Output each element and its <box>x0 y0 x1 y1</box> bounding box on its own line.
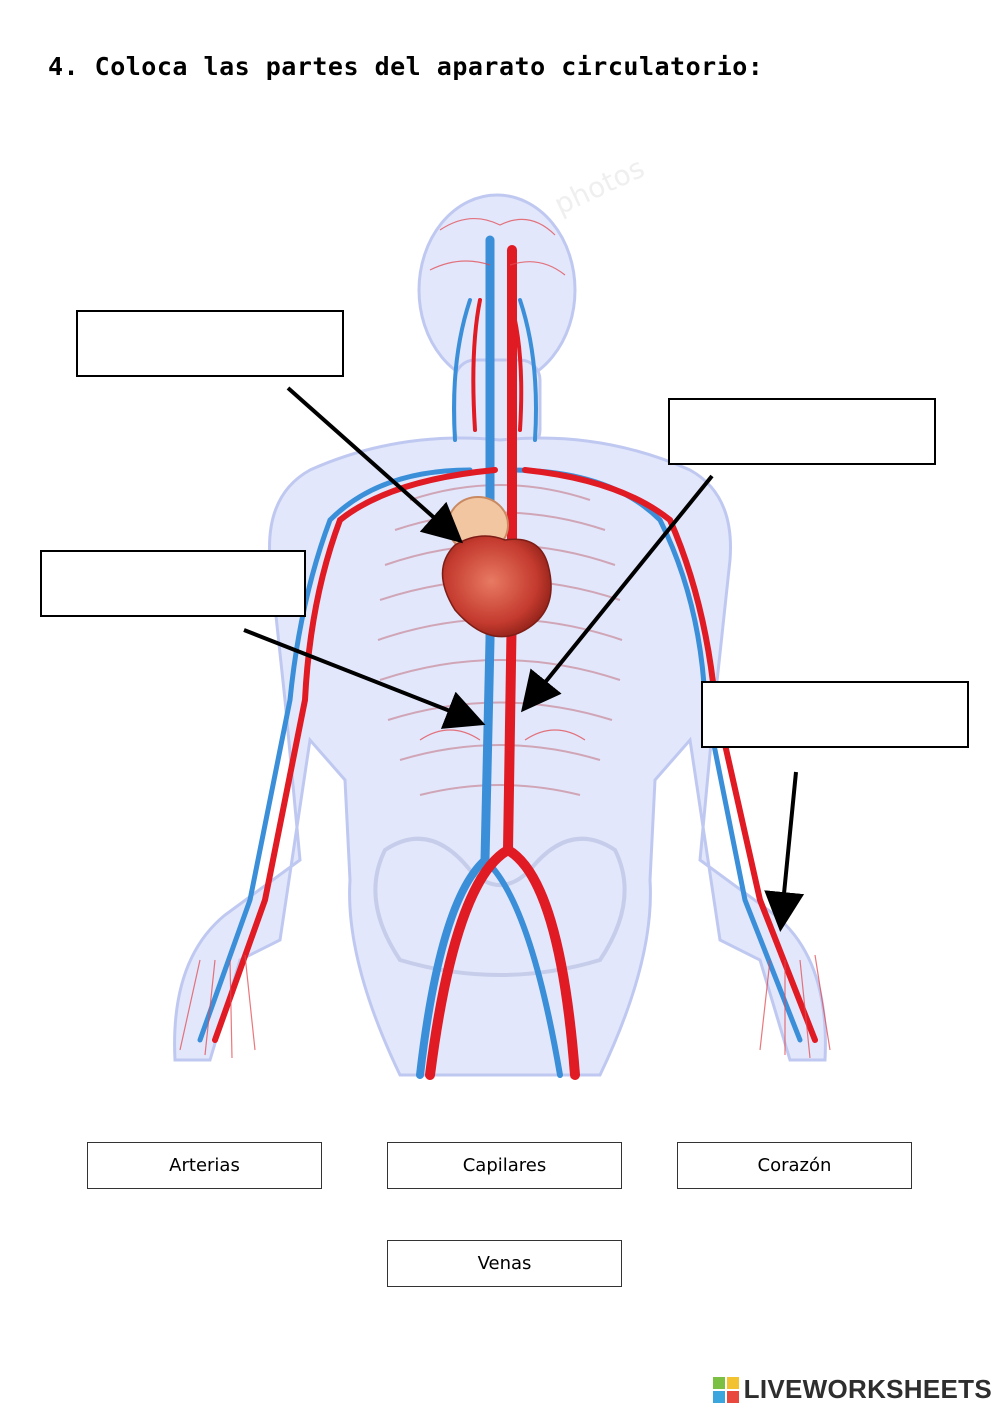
pointer-arrows <box>243 386 805 932</box>
drop-zone-vein[interactable] <box>40 550 306 617</box>
liveworksheets-logo-icon <box>712 1376 739 1403</box>
arrow-to-vein <box>243 628 486 729</box>
drop-zone-capillaries[interactable] <box>701 681 969 748</box>
brand-name: LIVEWORKSHEETS <box>743 1374 992 1404</box>
liveworksheets-logo: LIVEWORKSHEETS <box>712 1374 992 1405</box>
arrow-to-capillaries <box>764 771 805 932</box>
body-silhouette <box>173 193 827 1077</box>
stock-watermark: photos <box>549 151 649 221</box>
capillaries <box>179 217 831 1059</box>
answer-chip-venas[interactable]: Venas <box>387 1240 622 1287</box>
svg-text:photos: photos <box>549 151 649 221</box>
answer-chip-capilares[interactable]: Capilares <box>387 1142 622 1189</box>
answer-chip-arterias[interactable]: Arterias <box>87 1142 322 1189</box>
page-title: 4. Coloca las partes del aparato circula… <box>48 52 764 81</box>
pelvis <box>373 836 627 977</box>
veins <box>197 235 803 1079</box>
drop-zone-artery[interactable] <box>668 398 936 465</box>
drop-zone-heart[interactable] <box>76 310 344 377</box>
arrow-to-artery <box>520 474 714 713</box>
arrow-to-heart <box>286 386 463 544</box>
answer-chip-corazon[interactable]: Corazón <box>677 1142 912 1189</box>
heart-organ <box>441 496 552 638</box>
circulatory-system-illustration: photos <box>173 151 831 1080</box>
